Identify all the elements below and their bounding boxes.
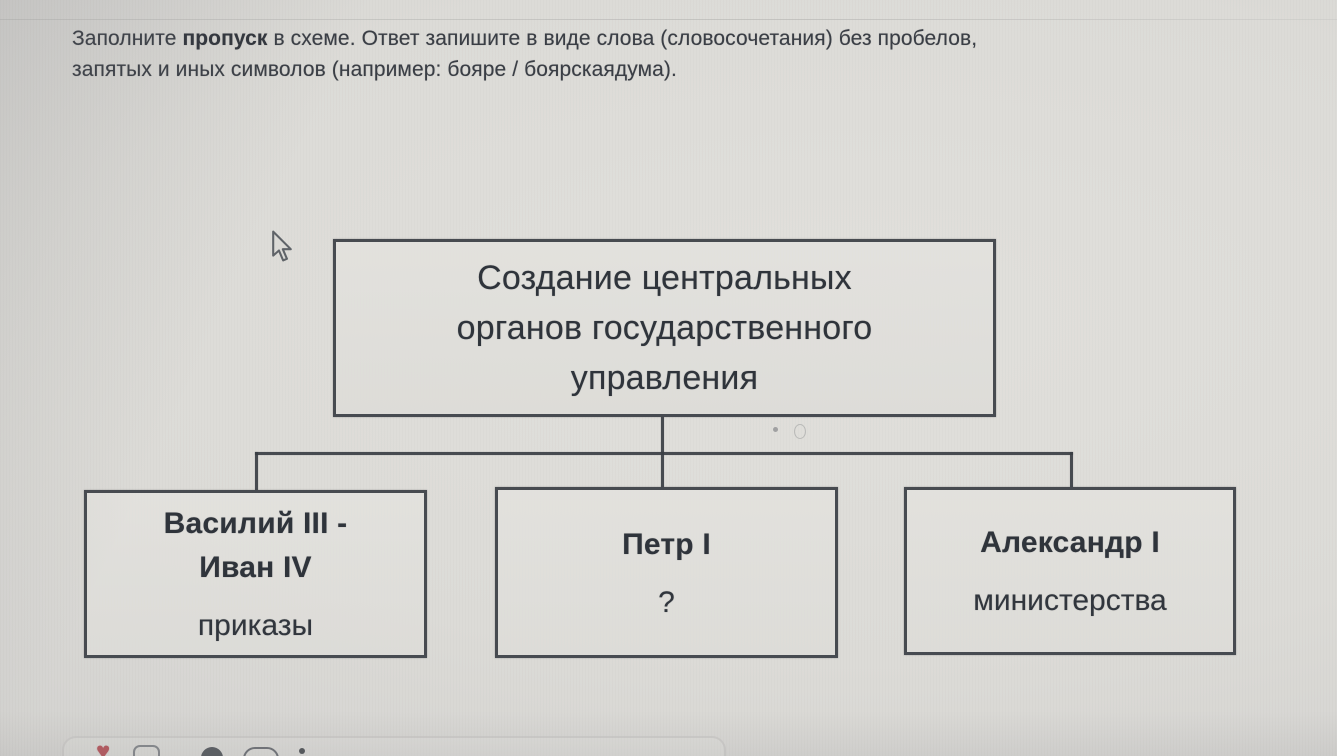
box-value: приказы: [197, 609, 314, 642]
root-box-line: Создание центральных: [477, 259, 852, 297]
box-title-line: Петр I: [622, 527, 711, 561]
circle-icon[interactable]: [201, 747, 223, 756]
frame-icon[interactable]: [133, 745, 160, 756]
box-title-line: Василий III -: [163, 507, 348, 540]
screen-seam-line: [0, 19, 1337, 20]
box-value: министерства: [973, 584, 1167, 617]
dot-icon[interactable]: [299, 748, 305, 754]
box-title: Петр I: [622, 523, 711, 567]
connector-drop-right: [1070, 452, 1073, 488]
question-rest: в схеме. Ответ запишите в виде слова (сл…: [267, 27, 978, 50]
question-bold-term: пропуск: [182, 27, 268, 50]
connector-drop-left: [255, 452, 258, 490]
connector-stem: [661, 416, 664, 453]
root-box-line: органов государственного: [456, 309, 873, 347]
question-line-2: запятых и иных символов (например: бояре…: [72, 58, 677, 81]
box-vasiliy-ivan: Василий III - Иван IV приказы: [84, 490, 427, 658]
dust-speck: [794, 424, 806, 439]
box-title-line: Александр I: [980, 526, 1160, 559]
dust-speck: [773, 427, 778, 432]
box-value-blank: ?: [658, 585, 675, 619]
cloud-icon[interactable]: [243, 747, 279, 756]
box-title-line: Иван IV: [199, 551, 312, 584]
box-peter-1: Петр I ?: [495, 487, 838, 658]
question-prefix: Заполните: [72, 27, 183, 50]
bottom-toolbar: [62, 736, 726, 756]
connector-drop-middle: [661, 452, 664, 488]
box-title: Василий III - Иван IV: [164, 502, 348, 590]
arrow-cursor-icon: [272, 230, 292, 262]
connector-horizontal-bar: [255, 452, 1073, 455]
box-alexander-1: Александр I министерства: [904, 487, 1236, 655]
heart-icon[interactable]: ♥: [96, 738, 111, 756]
question-line-1: Заполните пропуск в схеме. Ответ запишит…: [72, 23, 1292, 54]
root-box-line: управления: [570, 359, 759, 397]
question-text: Заполните пропуск в схеме. Ответ запишит…: [72, 23, 1292, 85]
box-title: Александр I: [980, 521, 1160, 565]
root-box: Создание центральных органов государстве…: [333, 239, 996, 417]
